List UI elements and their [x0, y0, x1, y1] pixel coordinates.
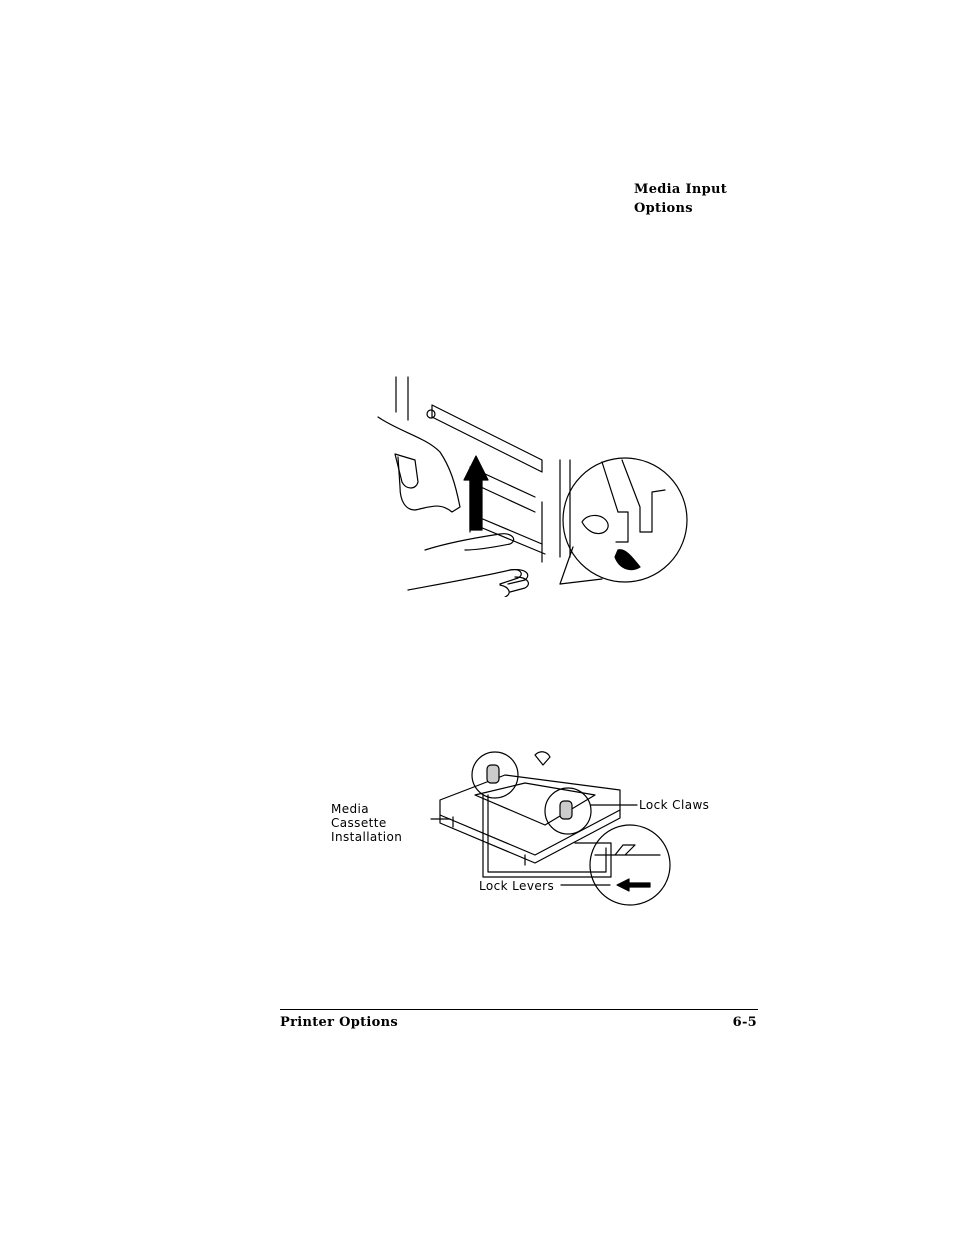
footer-page-number: 6-5	[732, 1015, 757, 1030]
detail-magnifier-circle	[559, 457, 688, 585]
cassette-figure: Media Cassette Installation Lock Claws L…	[325, 745, 725, 910]
hands-lifting	[377, 416, 529, 597]
left-arrow-icon	[560, 824, 671, 906]
printer-removal-figure	[370, 372, 700, 597]
footer-rule	[280, 1009, 758, 1010]
section-heading-line2: Options	[634, 201, 693, 216]
lock-claws-callout: Lock Claws	[639, 798, 710, 812]
lock-levers-callout: Lock Levers	[479, 879, 555, 893]
lock-claw-detail	[471, 751, 638, 878]
cassette-base-illustration	[430, 751, 621, 866]
media-cassette-line2: Cassette	[331, 816, 387, 830]
footer-title: Printer Options	[280, 1015, 398, 1030]
up-arrow-icon	[463, 455, 489, 531]
section-heading: Media Input Options	[634, 180, 727, 218]
media-cassette-line3: Installation	[331, 830, 403, 844]
media-cassette-callout: Media Cassette Installation	[331, 802, 402, 844]
media-cassette-line1: Media	[331, 802, 370, 816]
section-heading-line1: Media Input	[634, 182, 728, 197]
